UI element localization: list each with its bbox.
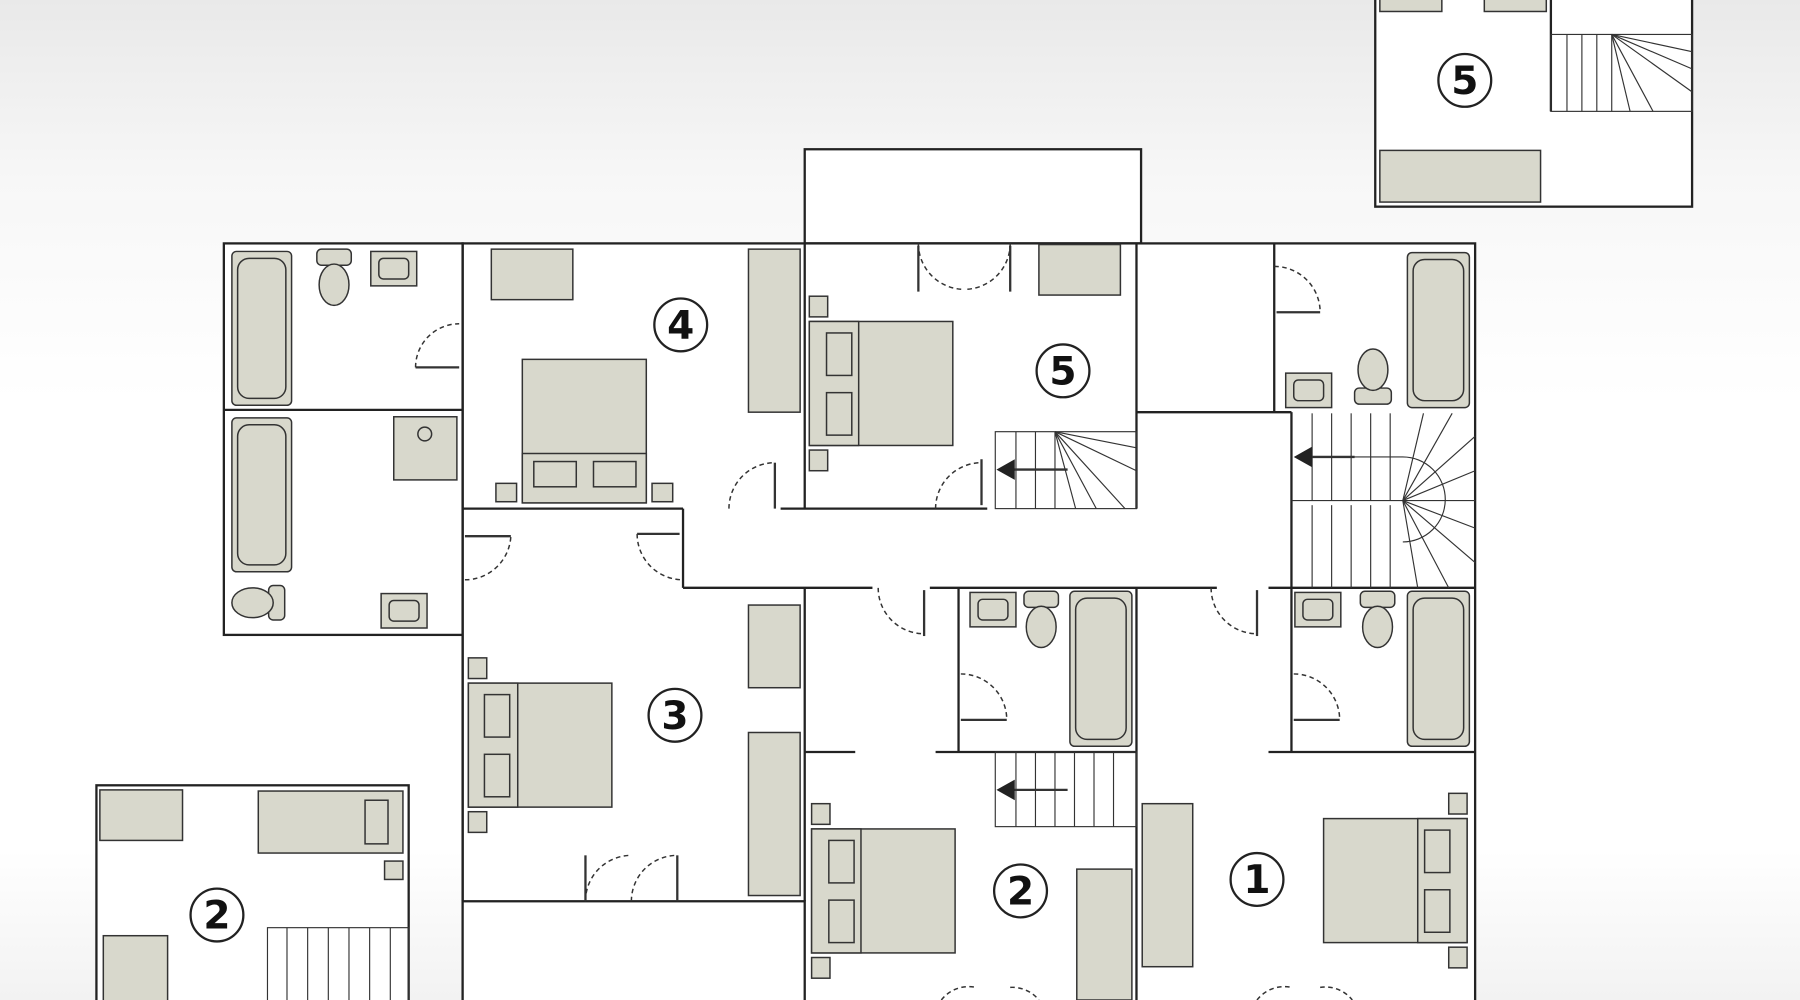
toilet-icon <box>231 584 286 621</box>
svg-text:5: 5 <box>1049 349 1076 394</box>
svg-text:4: 4 <box>667 304 694 349</box>
sink-icon <box>969 591 1017 628</box>
svg-text:5: 5 <box>1451 59 1478 104</box>
toilet-icon <box>1023 590 1060 649</box>
bed-icon <box>808 295 954 472</box>
room-label-2: 2 <box>992 863 1049 919</box>
toilet-icon <box>1359 590 1396 649</box>
bed-icon <box>467 657 613 834</box>
inset-bottom-left <box>95 784 410 1000</box>
bathtub-icon <box>231 250 293 407</box>
room-label-3: 3 <box>647 687 703 743</box>
svg-text:2: 2 <box>1007 870 1034 915</box>
toilet-icon <box>316 248 353 307</box>
svg-text:2: 2 <box>203 894 230 939</box>
inset-room-label-2: 2 <box>189 887 245 943</box>
bed-icon <box>257 790 404 854</box>
svg-text:1: 1 <box>1243 858 1270 903</box>
room-label-4: 4 <box>653 297 709 353</box>
stairs-icon <box>994 431 1138 510</box>
toilet-icon <box>1353 348 1393 405</box>
svg-text:3: 3 <box>661 694 688 739</box>
sink-icon <box>370 250 418 287</box>
inset-room-label-5: 5 <box>1437 52 1493 108</box>
inset-top-right <box>1374 0 1694 208</box>
sink-icon <box>393 416 458 481</box>
sink-icon <box>1284 372 1333 409</box>
sink-icon <box>1294 591 1342 628</box>
bed-icon <box>495 358 674 504</box>
bathtub-icon <box>1069 590 1133 748</box>
bathtub-icon <box>231 417 293 573</box>
stairs-icon <box>1566 33 1693 112</box>
bed-icon <box>1322 792 1468 969</box>
bathtub-icon <box>1406 251 1471 409</box>
spiral-stairs-icon <box>1291 413 1476 589</box>
doors <box>414 243 1353 1000</box>
bed-icon <box>810 802 956 979</box>
room-label-5: 5 <box>1035 343 1091 399</box>
sink-icon <box>380 592 428 629</box>
room-label-1: 1 <box>1229 851 1285 908</box>
bathtub-icon <box>1406 590 1471 748</box>
stairs-icon <box>994 751 1138 828</box>
stairs-icon <box>266 927 410 1000</box>
wardrobes <box>490 243 1194 1000</box>
